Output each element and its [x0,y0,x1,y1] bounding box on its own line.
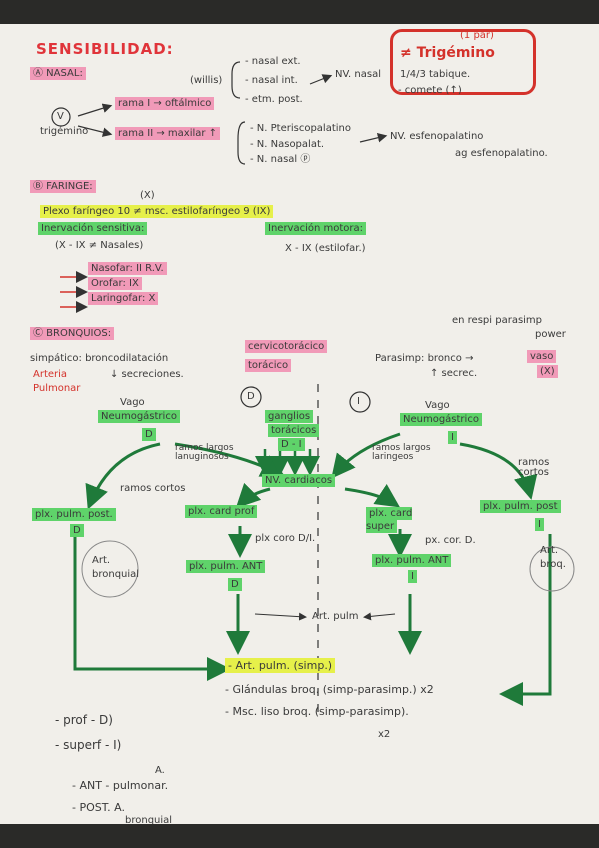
plx-pulm-post-right: plx. pulm. post [480,500,561,513]
cervicotoracico: cervicotorácico [245,340,328,353]
d-left: D [142,428,156,441]
nv-nasal: NV. nasal [335,69,381,80]
inerv-motora: Inervación motora: [265,222,367,235]
nasal-ext: - nasal ext. [245,56,301,67]
faringe-label: Ⓑ FARINGE: [30,180,96,193]
plexo-faringeo: Plexo faríngeo 10 ≠ msc. estilofaríngeo … [40,205,274,218]
px-cor-d: px. cor. D. [425,535,476,546]
d-i: D - I [278,438,305,451]
circle-d: D [247,391,255,402]
neumo-left: Neumogástrico [98,410,180,423]
willis: (willis) [190,75,223,86]
page-title: SENSIBILIDAD: [36,40,174,58]
trigeminal-box [390,29,536,95]
ramos-largos-right: ramos largos laringeos [372,443,431,462]
faringe-x: (X) [140,190,155,201]
trigemino: trigémino [40,126,89,137]
plx-pulm-post-left: plx. pulm. post. [32,508,116,521]
circle-i: I [357,396,360,407]
bottom-3: - ANT - pulmonar. [72,779,169,792]
laringofar: Laringofar: X [88,292,159,305]
result-3: - Msc. liso broq. (simp-parasimp). [225,705,409,718]
plx-card-super: plx. card super [366,507,413,533]
i-post-right: I [535,518,544,531]
nv-esfeno: NV. esfenopalatino [390,131,484,142]
trigeminal-par: (1 par) [460,30,494,41]
plx-pulm-ant-left: plx. pulm. ANT [186,560,266,573]
rama-1: rama I → oftálmico [115,97,215,110]
pterisco: - N. Pteriscopalatino [250,123,351,134]
ramos-cortos-right: ramos cortos [518,457,550,478]
art-pulm: Art. pulm [312,611,359,622]
bottom-1: - prof - D) [55,713,113,727]
bottom-2: - superf - I) [55,738,122,752]
secrec: ↑ secrec. [430,368,478,379]
vaso: vaso [527,350,557,363]
x2: x2 [378,729,391,740]
ag-esfeno: ag esfenopalatino. [455,148,548,159]
nasal-int: - nasal int. [245,75,298,86]
v-circle: V [57,111,64,122]
toracicos: torácicos [268,424,320,437]
bronquios-label: Ⓒ BRONQUIOS: [30,327,115,340]
plx-pulm-ant-right: plx. pulm. ANT [372,554,452,567]
bottom-3a: A. [155,765,165,776]
art-broq-right: Art. broq. [540,545,566,570]
plx-card-prof: plx. card prof [185,505,258,518]
vago-left: Vago [120,397,145,408]
simpatico: simpático: broncodilatación [30,353,169,364]
nasofar: Nasofar: II R.V. [88,262,167,275]
i-right: I [448,431,457,444]
bottom-4: - POST. A. [72,801,125,814]
nasal-label: Ⓐ NASAL: [30,67,86,80]
toracico: torácico [245,359,292,372]
d-ant: D [228,578,242,591]
secreciones: ↓ secreciones. [110,369,184,380]
trigeminal-l1: 1/4/3 tabique. [400,69,471,80]
sens-sub: (X - IX ≠ Nasales) [55,240,144,251]
rama-2: rama II → maxilar ↑ [115,127,221,140]
art-bronquial-left: Art. bronquial [92,555,140,580]
trigeminal-main: ≠ Trigémino [400,45,495,61]
result-2: - Glándulas broq. (simp-parasimp.) x2 [225,683,434,696]
nasopalat: - N. Nasopalat. [250,139,325,150]
ramos-largos-left: ramos largos lanuginosos [175,443,234,462]
etm-post: - etm. post. [245,94,303,105]
trigeminal-l2: - comete (↑) [398,85,462,96]
notes-page: SENSIBILIDAD: (1 par) ≠ Trigémino 1/4/3 … [0,24,599,824]
inerv-sens: Inervación sensitiva: [38,222,148,235]
parasimp: Parasimp: bronco → [375,353,474,364]
power: power [535,329,566,340]
bottom-5: bronquial [125,815,173,825]
vaso-x: (X) [537,365,558,378]
neumo-right: Neumogástrico [400,413,482,426]
pulmonar: Pulmonar [33,383,81,394]
nasal-p: - N. nasal ⓟ [250,154,311,165]
respi: en respi parasimp [452,315,543,326]
i-ant: I [408,570,417,583]
plx-coro: plx coro D/I. [255,533,316,544]
arrows-layer [51,61,575,714]
result-1: - Art. pulm. (simp.) [225,658,336,673]
ganglios: ganglios [265,410,314,423]
vago-right: Vago [425,400,450,411]
d-post-left: D [70,524,84,537]
nv-cardiacos: NV. cardiacos [262,474,336,487]
arteria: Arteria [33,369,68,380]
orofar: Orofar: IX [88,277,142,290]
motora-sub: X - IX (estilofar.) [285,243,366,254]
ramos-cortos-left: ramos cortos [120,483,186,494]
